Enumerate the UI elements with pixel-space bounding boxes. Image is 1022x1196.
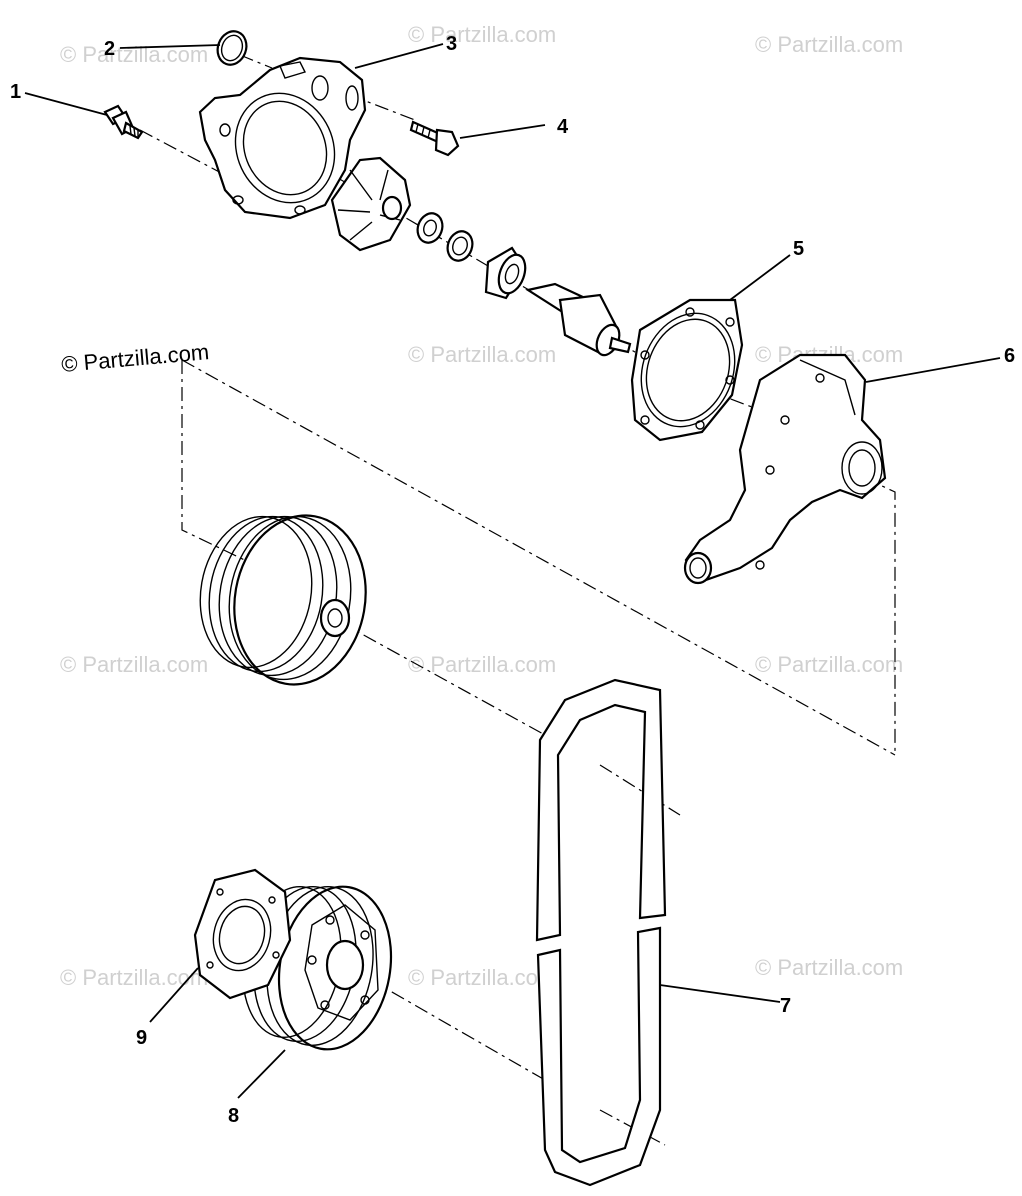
callout-4: 4 bbox=[557, 116, 569, 138]
callout-1: 1 bbox=[10, 81, 21, 103]
driven-pulley bbox=[199, 514, 367, 686]
part-6-pump-body bbox=[683, 353, 887, 585]
part-2-o-ring bbox=[216, 30, 248, 66]
part-9-spacer-plate bbox=[193, 868, 292, 1000]
callout-3: 3 bbox=[446, 33, 457, 55]
callout-5: 5 bbox=[793, 238, 804, 260]
seal-set bbox=[416, 212, 527, 300]
watermark: © Partzilla.com bbox=[755, 32, 903, 57]
callout-8: 8 bbox=[228, 1105, 239, 1127]
watermark: © Partzilla.com bbox=[408, 22, 556, 47]
watermark: © Partzilla.com bbox=[408, 652, 556, 677]
part-7-belt bbox=[535, 678, 667, 1187]
callouts: 1 2 3 4 5 6 7 8 9 bbox=[10, 33, 1015, 1127]
watermark: © Partzilla.com bbox=[60, 965, 208, 990]
callout-2: 2 bbox=[104, 38, 115, 60]
shaft bbox=[525, 282, 632, 357]
part-3-pump-cover bbox=[198, 56, 367, 220]
callout-9: 9 bbox=[136, 1027, 147, 1049]
watermark: © Partzilla.com bbox=[408, 342, 556, 367]
part-1-fitting bbox=[103, 104, 144, 140]
watermark: © Partzilla.com bbox=[755, 652, 903, 677]
watermark: © Partzilla.com bbox=[408, 965, 556, 990]
copyright-label: © Partzilla.com bbox=[60, 339, 210, 377]
impeller bbox=[330, 156, 412, 252]
callout-7: 7 bbox=[780, 995, 791, 1017]
part-4-bolt bbox=[409, 120, 460, 157]
watermark: © Partzilla.com bbox=[60, 652, 208, 677]
callout-6: 6 bbox=[1004, 345, 1015, 367]
part-5-gasket bbox=[630, 298, 744, 442]
leader-lines bbox=[24, 43, 1001, 1099]
watermark: © Partzilla.com bbox=[755, 955, 903, 980]
